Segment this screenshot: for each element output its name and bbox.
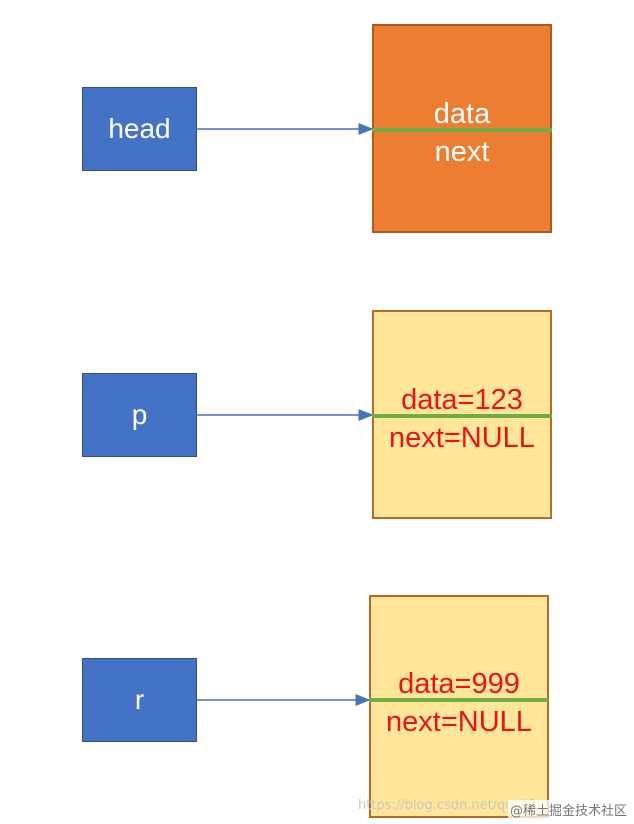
head-node: data next xyxy=(372,24,552,233)
watermark-url: https://blog.csdn.net/qq_43... xyxy=(358,798,550,813)
r-pointer-label: r xyxy=(134,684,145,715)
head-node-field1: data xyxy=(433,98,491,130)
p-pointer-box: p xyxy=(82,373,197,457)
r-pointer-box: r xyxy=(82,658,197,742)
r-node-field2: next=NULL xyxy=(386,706,532,738)
p-node: data=123 next=NULL xyxy=(372,310,552,519)
p-pointer-label: p xyxy=(131,399,148,430)
p-node-divider xyxy=(372,414,552,418)
p-node-field2: next=NULL xyxy=(389,422,535,454)
r-node-divider xyxy=(369,698,549,702)
watermark-brand: @稀土掘金技术社区 xyxy=(508,800,630,819)
head-node-divider xyxy=(372,128,552,132)
p-node-field1: data=123 xyxy=(401,384,523,416)
head-pointer-box: head xyxy=(82,87,197,171)
r-node-field1: data=999 xyxy=(398,668,520,700)
r-node: data=999 next=NULL xyxy=(369,595,549,818)
head-node-field2: next xyxy=(434,136,490,168)
head-pointer-label: head xyxy=(108,113,171,144)
